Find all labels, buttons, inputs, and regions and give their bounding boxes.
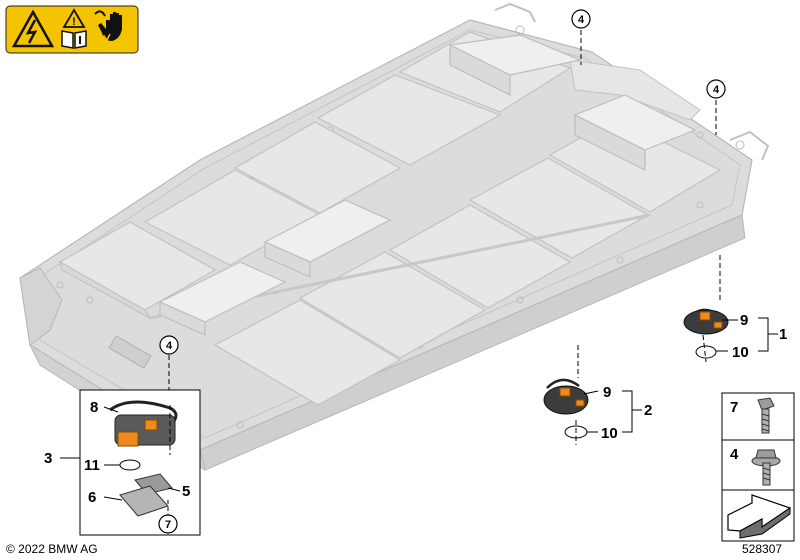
read-manual-icon: ! <box>61 8 87 49</box>
hv-connector-group-1 <box>683 308 729 359</box>
circled-label: 4 <box>578 14 585 26</box>
callout-3: 3 <box>44 450 52 467</box>
parts-panel-label-4: 4 <box>730 446 739 463</box>
callout-1: 1 <box>779 326 787 343</box>
flange-bolt-icon <box>751 449 781 486</box>
part-6 <box>119 485 169 517</box>
parts-panel: 7 4 <box>721 392 795 542</box>
document-number: 528307 <box>742 542 783 556</box>
leader-lines <box>168 30 721 445</box>
control-units <box>158 34 697 336</box>
detail-box-group-3: 7 <box>79 389 201 536</box>
hv-connector <box>109 400 178 455</box>
circled-callout-top-a: 4 <box>571 9 591 29</box>
callout-10: 10 <box>601 425 618 442</box>
callout-9: 9 <box>740 312 748 329</box>
callout-2: 2 <box>644 402 652 419</box>
no-touch-hand-icon <box>94 10 122 43</box>
circled-callout-bottom: 7 <box>158 514 178 534</box>
high-voltage-warning-icon <box>11 9 55 48</box>
direction-arrow-icon <box>727 494 792 539</box>
circled-callout-top-b: 4 <box>706 79 726 99</box>
cell-module <box>316 74 502 166</box>
callout-10: 10 <box>732 344 749 361</box>
circled-label: 4 <box>166 340 173 352</box>
callout-8: 8 <box>90 399 98 416</box>
copyright-footer: © 2022 BMW AG <box>6 542 98 556</box>
callout-9: 9 <box>603 384 611 401</box>
cell-module <box>213 299 402 406</box>
callout-11: 11 <box>84 457 100 474</box>
circled-label: 4 <box>713 84 720 96</box>
callout-6: 6 <box>88 489 96 506</box>
circled-label: 7 <box>165 519 171 531</box>
parts-panel-label-7: 7 <box>730 399 738 416</box>
screw-icon <box>757 397 775 434</box>
svg-text:!: ! <box>72 16 76 28</box>
hv-connector-group-2 <box>543 378 589 439</box>
cell-module <box>388 204 572 309</box>
callout-5: 5 <box>182 483 190 500</box>
warning-panel: ! <box>5 5 139 54</box>
cell-module <box>233 121 402 214</box>
circled-callout-left: 4 <box>159 335 179 355</box>
callout-lines <box>60 317 778 501</box>
